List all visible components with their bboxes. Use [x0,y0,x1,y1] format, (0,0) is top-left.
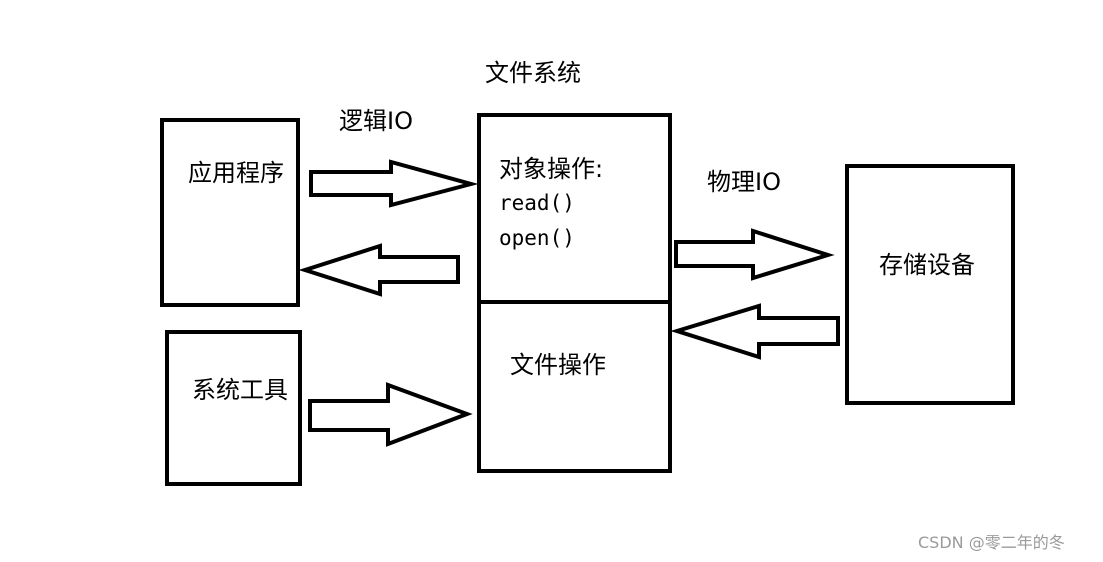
storage-label: 存储设备 [879,251,975,279]
arrow-app-to-filesystem [309,159,479,208]
logical-io-label: 逻辑IO [339,107,413,135]
filesystem-title: 文件系统 [485,59,581,87]
app-label: 应用程序 [188,159,284,187]
tools-label: 系统工具 [192,376,288,404]
physical-io-label: 物理IO [707,168,781,196]
filesystem-box [477,113,672,473]
file-ops-label: 文件操作 [510,351,606,379]
open-method-label: open() [499,226,575,250]
arrow-filesystem-to-storage [674,228,835,281]
tools-box [165,330,302,486]
arrow-storage-to-filesystem [670,303,840,360]
watermark-text: CSDN @零二年的冬 [918,533,1065,552]
arrow-tools-to-filesystem [308,382,473,447]
read-method-label: read() [499,191,575,215]
arrow-filesystem-to-app [298,243,460,297]
storage-box [845,164,1015,405]
app-box [160,118,300,307]
object-ops-title: 对象操作: [499,155,604,183]
